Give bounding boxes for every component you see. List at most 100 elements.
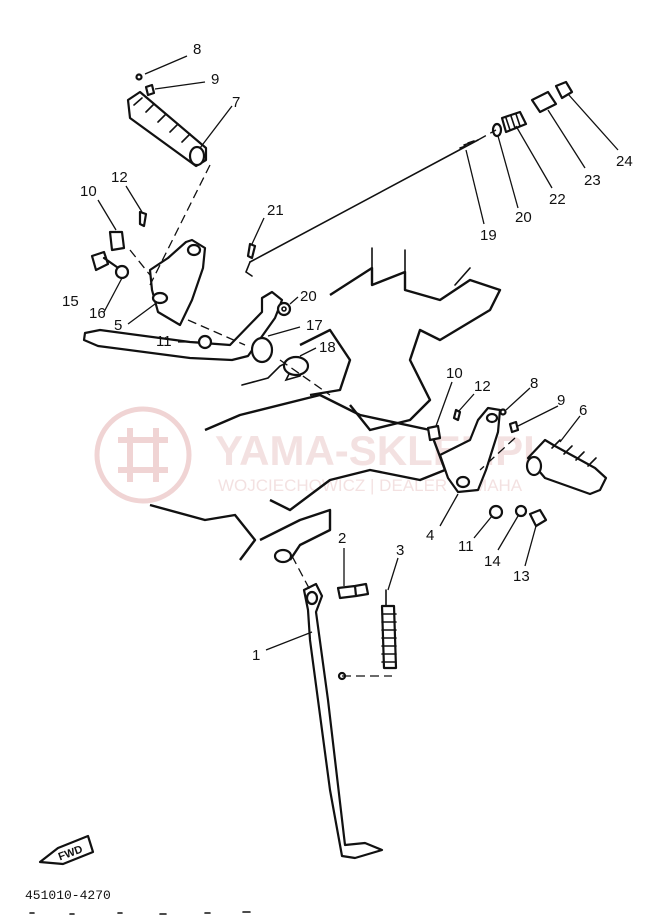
assembly-line-pin-10a [129,249,151,276]
leader-22 [515,125,553,189]
leader-8a [144,55,188,75]
callout-4: 4 [426,527,434,544]
footrest-bracket-left [148,238,207,327]
joint-23 [530,90,558,114]
nut-11a [197,334,213,350]
nut-11b [488,504,504,520]
callout-13: 13 [513,568,530,585]
bracket-right-boss [455,475,471,489]
return-spring-coil [282,355,310,377]
callout-20b: 20 [515,209,532,226]
assembly-line-spring [279,359,331,396]
leader-10b [435,381,453,427]
callout-17: 17 [306,317,323,334]
brake-rod-hook [245,261,253,277]
brake-pedal-pivot [250,336,274,364]
watermark-logo-mark [118,428,168,482]
assembly-line-rod-end [477,129,497,141]
leader-1 [265,631,313,651]
brake-rod-19 [249,139,479,263]
callout-23: 23 [584,172,601,189]
bracket-right-hole [485,412,499,424]
callout-22: 22 [549,191,566,208]
leader-3 [387,557,399,591]
assembly-lines [129,129,516,677]
fwd-direction-badge: FWD [38,834,95,866]
callout-19: 19 [480,227,497,244]
spring-22 [500,110,528,134]
leader-9b [517,405,559,427]
nut-20a [276,301,292,317]
leader-11b [473,515,493,539]
callout-12b: 12 [474,378,491,395]
callout-14: 14 [484,553,501,570]
leader-lines [97,55,619,651]
leader-4 [439,493,459,527]
callout-24: 24 [616,153,633,170]
leader-9a [154,81,206,90]
pin-10a [108,230,126,252]
leader-23 [547,109,586,169]
leader-17 [267,326,301,337]
side-stand-1 [302,582,384,860]
leader-12a [125,185,143,213]
callout-5: 5 [114,317,122,334]
watermark-logo-ring [94,406,192,504]
footrest-right-body [526,438,608,496]
callout-11b: 11 [458,538,474,555]
footrest-left-teeth [133,97,191,143]
watermark-title: YAMA-SKLEP.PL [215,427,549,474]
assembly-line-stand [291,555,311,591]
callout-9b: 9 [557,392,565,409]
callout-1: 1 [252,647,260,664]
callout-8b: 8 [530,375,538,392]
callout-18: 18 [319,339,336,356]
nut-20a-hole [281,306,287,312]
callout-21: 21 [267,202,284,219]
footrest-right-pivot-boss [525,455,543,477]
spring-3 [380,604,398,670]
leader-5 [127,303,156,325]
callout-10b: 10 [446,365,463,382]
footrest-bracket-right [438,406,502,494]
callout-labels: 8 9 7 12 10 15 16 5 11 21 20 17 18 19 20… [62,41,633,664]
footrest-right [525,438,608,496]
bracket-left-hole [186,243,202,257]
bracket-left-boss [151,291,169,305]
leader-24 [567,93,619,151]
assembly-line-footrest-right [479,437,516,471]
callout-6: 6 [579,402,587,419]
spring-22-coils [505,113,521,131]
cotter-pin-12a [138,210,148,228]
callout-11a: 11 [156,333,172,350]
washer-16 [114,264,130,280]
callout-2: 2 [338,530,346,547]
frame-lower-outline [149,503,257,561]
cotter-pin-21 [246,242,257,260]
leader-13 [524,525,537,567]
callout-15: 15 [62,293,79,310]
leader-20a [289,296,299,305]
leader-12b [457,393,475,413]
frame-section [149,247,502,564]
bolt-13 [528,508,548,528]
callout-20a: 20 [300,288,317,305]
washer-14 [514,504,528,518]
cotter-pin-8b [499,408,507,416]
side-stand-pivot [305,590,319,606]
pin-10b [426,424,442,442]
leader-10a [97,199,117,231]
callout-10a: 10 [80,183,97,200]
footer-marks [29,911,251,915]
leader-16 [103,277,123,313]
cotter-pin-8a [135,73,143,81]
callout-3: 3 [396,542,404,559]
washer-20b [491,122,503,138]
brake-rod-thread [459,140,475,149]
assembly-line-footrest-left [149,164,211,286]
leader-6 [559,415,581,443]
spring-9a [144,83,156,97]
callout-8a: 8 [193,41,201,58]
